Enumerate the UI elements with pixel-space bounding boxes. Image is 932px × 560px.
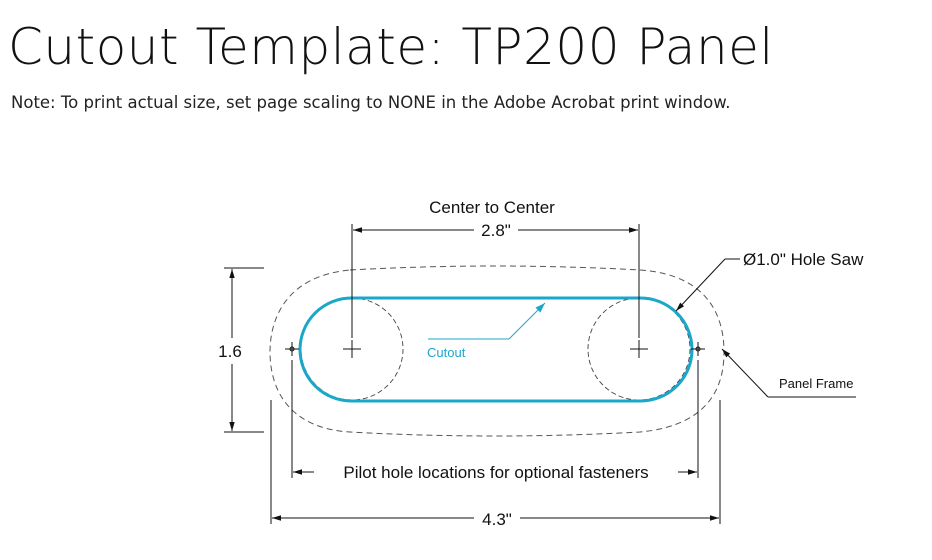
left-center-crosshair bbox=[343, 340, 361, 358]
center-to-center-dimension bbox=[351, 224, 640, 338]
cutout-leader bbox=[428, 302, 546, 340]
overall-width-value: 4.3" bbox=[482, 510, 512, 529]
panel-frame-label: Panel Frame bbox=[779, 376, 853, 391]
panel-frame-outline bbox=[269, 265, 725, 437]
pilot-hole-dimension bbox=[291, 360, 699, 478]
height-value: 1.6 bbox=[218, 342, 242, 361]
left-hole-saw-circle bbox=[300, 297, 404, 401]
overall-width-dimension bbox=[270, 400, 721, 524]
hole-saw-label: Ø1.0" Hole Saw bbox=[743, 250, 864, 269]
print-note: Note: To print actual size, set page sca… bbox=[11, 93, 731, 112]
panel-frame-leader bbox=[721, 348, 856, 398]
hole-saw-leader bbox=[675, 258, 740, 312]
cutout-label: Cutout bbox=[427, 345, 466, 360]
right-hole-saw-circle bbox=[587, 297, 691, 401]
center-to-center-value: 2.8" bbox=[481, 221, 511, 240]
page-title: Cutout Template: TP200 Panel bbox=[8, 18, 774, 76]
center-to-center-label: Center to Center bbox=[429, 198, 555, 217]
left-pilot-hole-marker bbox=[285, 342, 299, 356]
pilot-holes-label: Pilot hole locations for optional fasten… bbox=[343, 463, 648, 482]
right-center-crosshair bbox=[630, 340, 648, 358]
right-pilot-hole-marker bbox=[691, 342, 705, 356]
height-dimension bbox=[224, 267, 264, 433]
